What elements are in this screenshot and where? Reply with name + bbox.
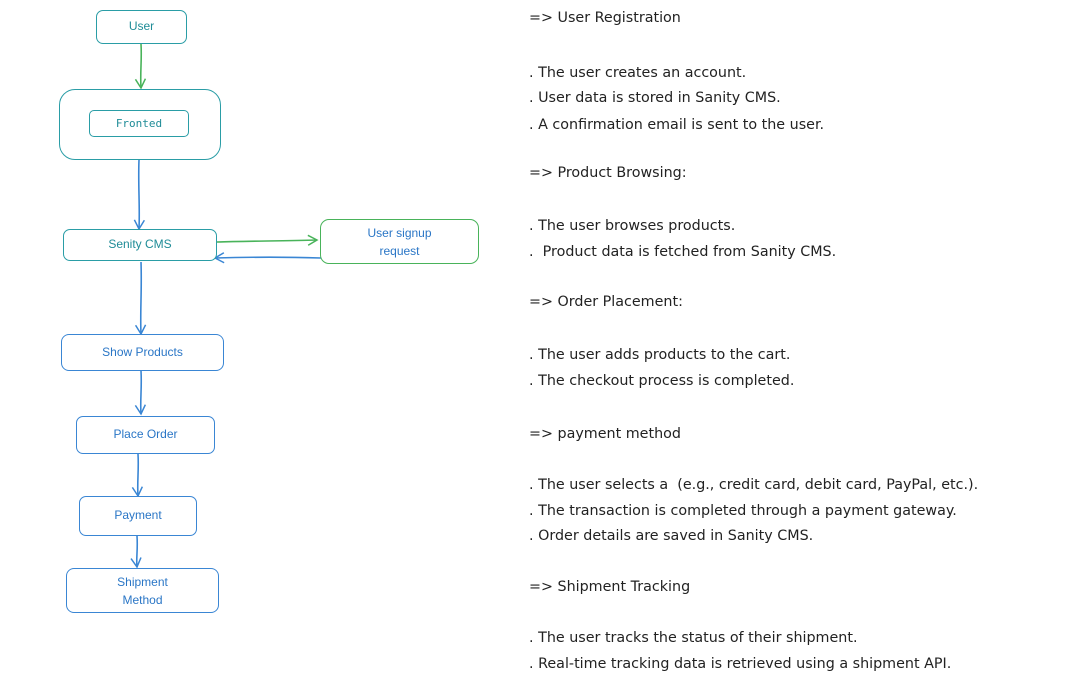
arrow-payment-to-shipment xyxy=(130,535,142,569)
payment-label: Payment xyxy=(114,508,162,523)
note-line: . Order details are saved in Sanity CMS. xyxy=(529,528,814,544)
shipment-method-node: Shipment Method xyxy=(66,568,219,613)
frontend-node-label: Fronted xyxy=(115,116,163,130)
arrow-order-to-payment xyxy=(131,453,144,498)
heading-user-registration: => User Registration xyxy=(529,10,681,26)
place-order-label: Place Order xyxy=(113,427,178,442)
arrow-frontend-to-cms xyxy=(133,159,146,231)
note-line: . Product data is fetched from Sanity CM… xyxy=(529,244,837,260)
cms-node-label: Senity CMS xyxy=(108,237,172,252)
arrow-user-to-frontend xyxy=(134,43,147,90)
note-line: . The checkout process is completed. xyxy=(529,373,795,389)
user-node-label: User xyxy=(128,19,155,34)
note-line: . Real-time tracking data is retrieved u… xyxy=(529,656,952,672)
shipment-method-label-line2: Method xyxy=(122,592,163,607)
note-line: . The user adds products to the cart. xyxy=(529,347,791,363)
note-line: . The user selects a (e.g., credit card,… xyxy=(529,477,979,493)
note-line: . The user tracks the status of their sh… xyxy=(529,630,858,646)
heading-product-browsing: => Product Browsing: xyxy=(529,165,687,181)
note-line: . The user browses products. xyxy=(529,218,736,234)
user-node: User xyxy=(96,10,187,44)
cms-node: Senity CMS xyxy=(63,229,217,261)
shipment-method-label-line1: Shipment xyxy=(117,574,168,589)
note-line: . A confirmation email is sent to the us… xyxy=(529,117,825,133)
arrow-products-to-order xyxy=(134,370,147,416)
show-products-label: Show Products xyxy=(102,344,183,359)
note-line: . The transaction is completed through a… xyxy=(529,503,957,519)
place-order-node: Place Order xyxy=(76,416,215,454)
heading-shipment-tracking: => Shipment Tracking xyxy=(529,579,691,595)
arrow-signup-to-cms xyxy=(213,252,322,264)
signup-request-label-line2: request xyxy=(379,243,420,258)
heading-payment-method: => payment method xyxy=(529,426,681,442)
signup-request-label-line1: User signup xyxy=(367,225,432,240)
heading-order-placement: => Order Placement: xyxy=(529,294,683,310)
note-line: . User data is stored in Sanity CMS. xyxy=(529,90,781,106)
arrow-cms-to-products xyxy=(134,261,147,336)
frontend-node: Fronted xyxy=(89,110,189,137)
note-line: . The user creates an account. xyxy=(529,65,747,81)
payment-node: Payment xyxy=(79,496,197,536)
show-products-node: Show Products xyxy=(61,334,224,371)
arrow-cms-to-signup xyxy=(216,234,319,246)
signup-request-node: User signup request xyxy=(320,219,479,264)
